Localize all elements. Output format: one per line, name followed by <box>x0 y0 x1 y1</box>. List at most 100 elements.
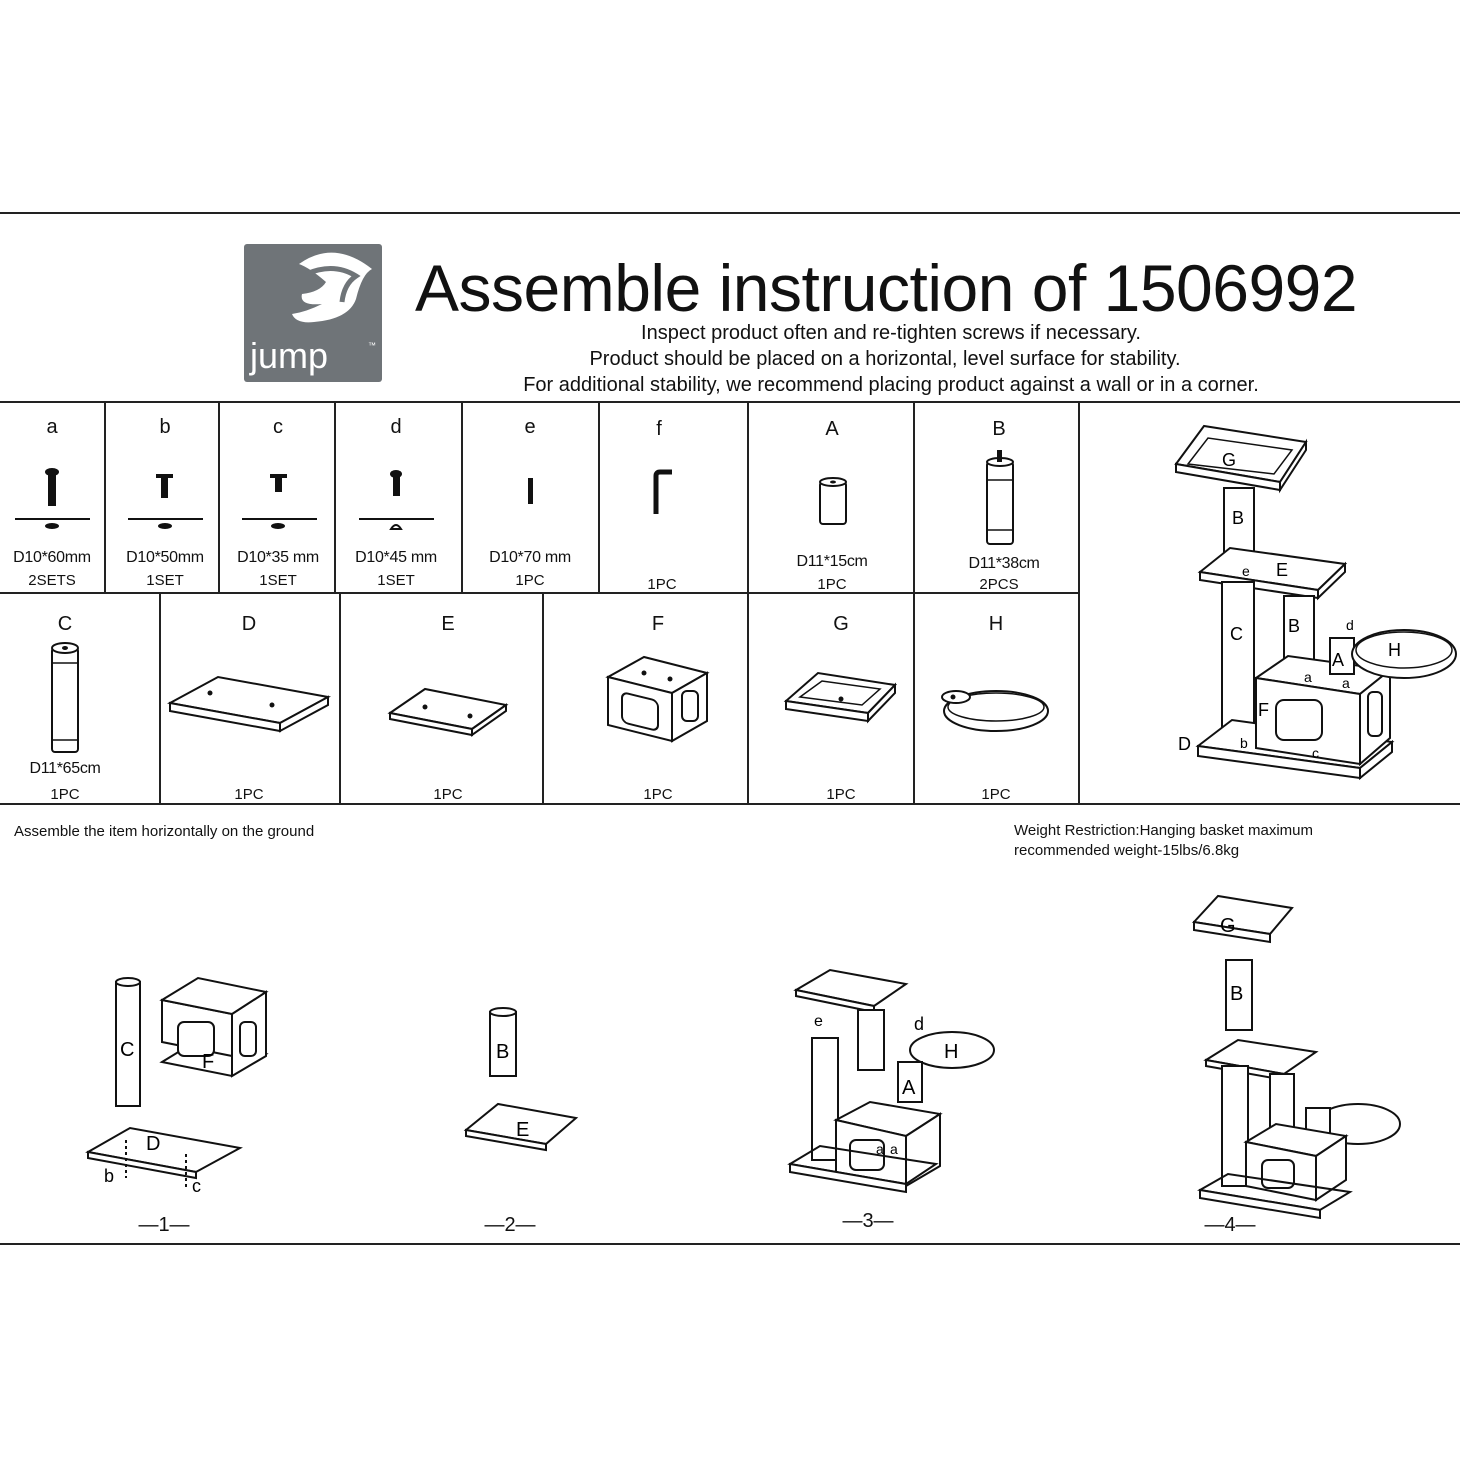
svg-text:D: D <box>146 1133 160 1155</box>
part-C-qty: 1PC <box>50 786 80 803</box>
hw-b-label: b <box>159 416 171 438</box>
svg-text:B: B <box>1288 616 1300 636</box>
condo-box-F-icon <box>605 655 710 743</box>
hw-f-label: f <box>656 418 662 440</box>
svg-text:b: b <box>104 1166 114 1186</box>
col-sep <box>913 402 915 803</box>
base-board-D-icon <box>167 675 331 733</box>
col-sep <box>747 402 749 803</box>
part-A-label: A <box>825 418 839 440</box>
hw-a-size: D10*60mm <box>13 549 91 566</box>
svg-text:a: a <box>890 1141 898 1157</box>
part-E-qty: 1PC <box>433 786 463 803</box>
part-D-qty: 1PC <box>234 786 264 803</box>
col-sep <box>334 402 336 592</box>
part-B-qty: 2PCS <box>979 576 1019 593</box>
svg-text:B: B <box>1232 508 1244 528</box>
col-sep <box>461 402 463 592</box>
hw-c-size: D10*35 mm <box>237 549 319 566</box>
hw-c-label: c <box>273 416 283 438</box>
allen-key-f-icon <box>653 469 672 514</box>
svg-text:d: d <box>914 1014 924 1034</box>
step-1-label: —1— <box>138 1214 190 1236</box>
instruction-line-2: Product should be placed on a horizontal… <box>589 348 1181 370</box>
jump-logo: jump ™ <box>244 244 382 382</box>
hanging-basket-H-icon <box>941 690 1049 732</box>
svg-text:A: A <box>1332 650 1344 670</box>
svg-text:B: B <box>496 1041 509 1063</box>
col-sep <box>542 593 544 803</box>
assemble-note: Assemble the item horizontally on the gr… <box>14 823 315 840</box>
svg-text:c: c <box>192 1176 201 1196</box>
svg-text:a: a <box>1304 669 1312 685</box>
logo-text: jump <box>249 335 328 376</box>
part-H-label: H <box>988 613 1004 635</box>
parts-row-divider <box>0 592 1080 594</box>
top-tray-G-icon <box>783 671 898 724</box>
part-H-qty: 1PC <box>981 786 1011 803</box>
part-E-label: E <box>441 613 455 635</box>
col-sep <box>104 402 106 592</box>
part-A-qty: 1PC <box>817 576 847 593</box>
svg-text:E: E <box>1276 560 1288 580</box>
svg-text:a: a <box>1342 675 1350 691</box>
jump-cat-icon: jump ™ <box>249 252 376 376</box>
svg-text:a: a <box>876 1141 884 1157</box>
part-G-qty: 1PC <box>826 786 856 803</box>
svg-text:G: G <box>1220 915 1236 937</box>
hw-e-size: D10*70 mm <box>489 549 571 566</box>
svg-text:C: C <box>1230 624 1243 644</box>
post-C-icon <box>51 642 79 753</box>
svg-text:™: ™ <box>368 341 376 350</box>
step-4-label: —4— <box>1204 1214 1256 1236</box>
hardware-drawings <box>15 450 1014 545</box>
parts-drawings <box>51 642 1049 753</box>
post-A-icon <box>819 477 847 525</box>
hw-e-qty: 1PC <box>515 572 545 589</box>
part-F-label: F <box>651 613 665 635</box>
hw-e-label: e <box>524 416 536 438</box>
svg-text:G: G <box>1222 450 1236 470</box>
hw-a-qty: 2SETS <box>28 572 76 589</box>
svg-text:B: B <box>1230 983 1243 1005</box>
bolt-e-icon <box>528 478 533 504</box>
page-title: Assemble instruction of 1506992 <box>415 251 1358 325</box>
col-sep <box>218 402 220 592</box>
step-2-diagram: B E <box>463 1007 579 1152</box>
part-C-label: C <box>57 613 73 635</box>
col-sep <box>159 593 161 803</box>
svg-text:e: e <box>1242 563 1250 579</box>
svg-text:H: H <box>1388 640 1401 660</box>
col-sep <box>1078 402 1080 803</box>
hw-b-qty: 1SET <box>146 572 184 589</box>
hw-a-label: a <box>46 416 58 438</box>
col-sep <box>598 402 600 592</box>
instruction-line-1: Inspect product often and re-tighten scr… <box>641 322 1141 344</box>
post-B-icon <box>986 450 1014 545</box>
part-A-size: D11*15cm <box>796 553 868 570</box>
svg-text:F: F <box>202 1051 214 1073</box>
part-B-size: D11*38cm <box>968 555 1040 572</box>
step-3-label: —3— <box>842 1210 894 1232</box>
part-G-label: G <box>833 613 849 635</box>
part-F-qty: 1PC <box>643 786 673 803</box>
svg-text:H: H <box>944 1041 958 1063</box>
svg-text:A: A <box>902 1077 916 1099</box>
hw-d-size: D10*45 mm <box>355 549 437 566</box>
hw-d-qty: 1SET <box>377 572 415 589</box>
shelf-E-icon <box>387 687 509 737</box>
weight-note-line-2: recommended weight-15lbs/6.8kg <box>1014 842 1240 859</box>
instruction-line-3: For additional stability, we recommend p… <box>523 374 1259 396</box>
svg-text:D: D <box>1178 734 1191 754</box>
svg-text:E: E <box>516 1119 529 1141</box>
part-B-label: B <box>992 418 1006 440</box>
step-4-diagram: G B <box>1191 894 1401 1220</box>
hw-c-qty: 1SET <box>259 572 297 589</box>
part-D-label: D <box>241 613 257 635</box>
svg-text:d: d <box>1346 617 1354 633</box>
step-2-label: —2— <box>484 1214 536 1236</box>
